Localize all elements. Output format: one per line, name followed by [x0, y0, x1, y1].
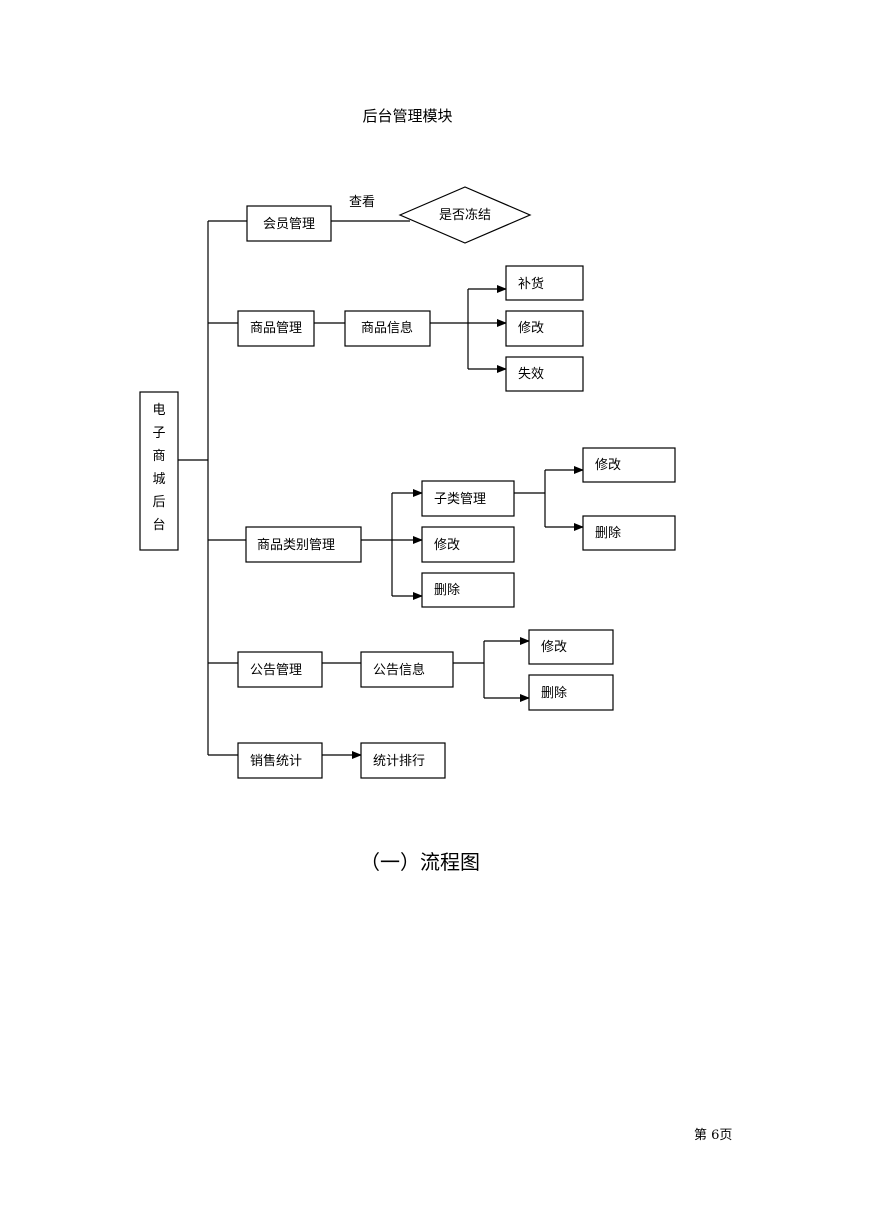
trunk-connectors [178, 220, 247, 756]
root-char: 台 [152, 518, 165, 533]
notice-edit-label: 修改 [541, 640, 567, 655]
restock-label: 补货 [518, 276, 544, 292]
goods-mgmt-label: 商品管理 [250, 321, 302, 336]
root-char: 电 [152, 403, 165, 418]
category-delete-label: 删除 [434, 583, 460, 598]
root-char: 商 [152, 449, 165, 464]
subcat-edit-label: 修改 [595, 458, 621, 473]
sales-stats-label: 销售统计 [250, 753, 302, 769]
notice-info-label: 公告信息 [373, 662, 425, 678]
member-mgmt-label: 会员管理 [263, 217, 315, 232]
notice-delete-label: 删除 [541, 686, 567, 701]
figure-caption: （一）流程图 [360, 850, 480, 874]
page-number: 第 6页 [694, 1128, 733, 1143]
page-title: 后台管理模块 [362, 107, 453, 125]
goods-branch: 商品管理 商品信息 补货 修改 失效 [237, 265, 584, 392]
frozen-check-label: 是否冻结 [439, 207, 491, 223]
subcat-delete-label: 删除 [595, 526, 621, 541]
goods-edit-label: 修改 [518, 321, 544, 336]
category-branch: 商品类别管理 子类管理 修改 删除 修改 删除 [245, 447, 676, 608]
stats-rank-label: 统计排行 [373, 754, 425, 769]
subcat-mgmt-label: 子类管理 [434, 492, 486, 507]
notice-mgmt-label: 公告管理 [250, 663, 302, 678]
root-node: 电 子 商 城 后 台 [139, 391, 179, 551]
notice-branch: 公告管理 公告信息 修改 删除 [237, 629, 614, 711]
category-mgmt-label: 商品类别管理 [257, 538, 335, 553]
category-edit-label: 修改 [434, 538, 460, 553]
root-char: 子 [152, 426, 165, 441]
root-char: 城 [152, 472, 165, 487]
sales-branch: 销售统计 统计排行 [237, 742, 446, 779]
member-branch: 会员管理 查看 是否冻结 [246, 186, 532, 244]
view-label: 查看 [349, 194, 375, 210]
root-char: 后 [152, 495, 165, 510]
goods-info-label: 商品信息 [361, 320, 413, 336]
invalidate-label: 失效 [518, 367, 544, 382]
